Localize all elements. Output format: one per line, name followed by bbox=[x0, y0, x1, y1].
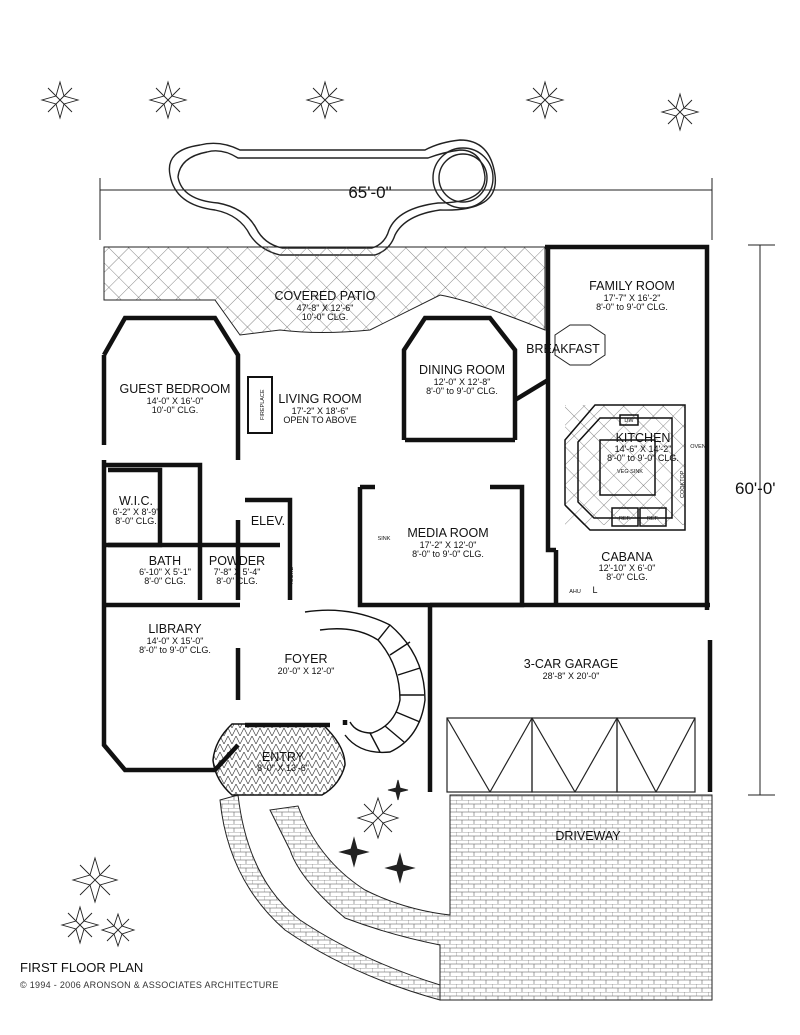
garage-label: 3-CAR GARAGE bbox=[524, 657, 618, 671]
library-clg: 8'-0" to 9'-0" CLG. bbox=[139, 645, 211, 655]
media-room-dims: 17'-2" X 12'-0" bbox=[420, 540, 477, 550]
overall-depth-dimension: 60'-0' bbox=[735, 479, 776, 498]
foyer-label: FOYER bbox=[284, 652, 327, 666]
spiral-staircase bbox=[304, 609, 426, 754]
fireplace-box bbox=[247, 376, 273, 434]
ahu-label: AHU bbox=[569, 589, 581, 595]
entry-paving bbox=[212, 723, 346, 796]
guest-bedroom-label: GUEST BEDROOM bbox=[120, 382, 231, 396]
breakfast-label: BREAKFAST bbox=[526, 342, 600, 356]
media-room-label: MEDIA ROOM bbox=[407, 526, 488, 540]
library-dims: 14'-0" X 15'-0" bbox=[147, 636, 204, 646]
covered-patio-dims: 47'-8" X 12'-6" bbox=[297, 303, 354, 313]
driveway-paving bbox=[269, 794, 713, 1001]
garage-dims: 28'-8" X 20'-0" bbox=[543, 671, 600, 681]
dimension-lines bbox=[99, 178, 775, 796]
media-room-clg: 8'-0" to 9'-0" CLG. bbox=[412, 549, 484, 559]
kitchen-clg: 8'-0" to 9'-0" CLG. bbox=[607, 453, 679, 463]
overall-width-dimension: 65'-0" bbox=[348, 183, 391, 202]
powder-label: POWDER bbox=[209, 554, 265, 568]
veg-sink-label: VEG SINK bbox=[617, 469, 643, 475]
elevator-label: ELEV. bbox=[251, 514, 285, 528]
library-label: LIBRARY bbox=[148, 622, 202, 636]
garage-doors bbox=[446, 717, 696, 793]
living-room-dims: 17'-2" X 18'-6" bbox=[292, 406, 349, 416]
cooktop-label: COOKTOP bbox=[680, 470, 686, 498]
powder-clg: 8'-0" CLG. bbox=[216, 576, 257, 586]
driveway-label: DRIVEWAY bbox=[555, 829, 621, 843]
covered-patio-area bbox=[103, 246, 546, 336]
guest-bedroom-dims: 14'-0" X 16'-0" bbox=[147, 396, 204, 406]
kitchen-counters bbox=[564, 404, 686, 531]
entry-label: ENTRY bbox=[262, 750, 305, 764]
wic-label: W.I.C. bbox=[119, 494, 153, 508]
foyer-dims: 20'-0" X 12'-0" bbox=[278, 666, 335, 676]
kitchen-label: KITCHEN bbox=[616, 431, 671, 445]
walls bbox=[101, 244, 713, 792]
living-room-label: LIVING ROOM bbox=[278, 392, 361, 406]
powder-dims: 7'-8" X 5'-4" bbox=[214, 567, 261, 577]
dishwasher-label: DW bbox=[624, 418, 634, 424]
fireplace-label: FIREPLACE bbox=[260, 389, 266, 420]
pool bbox=[168, 139, 497, 256]
sink-label: SINK bbox=[378, 536, 391, 542]
dining-room-label: DINING ROOM bbox=[419, 363, 505, 377]
kitchen-dims: 14'-6" X 14'-2" bbox=[615, 444, 672, 454]
cabana-label: CABANA bbox=[601, 550, 653, 564]
niche-label: NICHE bbox=[289, 567, 295, 584]
breakfast-table bbox=[554, 324, 606, 366]
family-room-dims: 17'-7" X 16'-2" bbox=[604, 293, 661, 303]
dining-room-clg: 8'-0" to 9'-0" CLG. bbox=[426, 386, 498, 396]
entry-dims: 8'-0" X 13'-6" bbox=[257, 763, 309, 773]
covered-patio-clg: 10'-0" CLG. bbox=[302, 312, 348, 322]
family-room-label: FAMILY ROOM bbox=[589, 279, 675, 293]
bath-label: BATH bbox=[149, 554, 181, 568]
ref-label-1: REF. bbox=[619, 516, 631, 522]
guest-bedroom-clg: 10'-0" CLG. bbox=[152, 405, 198, 415]
wic-dims: 6'-2" X 8'-9" bbox=[113, 507, 160, 517]
cabana-dims: 12'-10" X 6'-0" bbox=[599, 563, 656, 573]
oven-label: OVEN bbox=[690, 444, 706, 450]
living-room-clg: OPEN TO ABOVE bbox=[283, 415, 356, 425]
covered-patio-label: COVERED PATIO bbox=[275, 289, 376, 303]
family-room-clg: 8'-0" to 9'-0" CLG. bbox=[596, 302, 668, 312]
bath-dims: 6'-10" X 5'-1" bbox=[139, 567, 191, 577]
wic-clg: 8'-0" CLG. bbox=[115, 516, 156, 526]
copyright-note: © 1994 - 2006 ARONSON & ASSOCIATES ARCHI… bbox=[20, 980, 279, 990]
dining-room-dims: 12'-0" X 12'-8" bbox=[434, 377, 491, 387]
walkway bbox=[219, 794, 441, 1001]
cabana-clg: 8'-0" CLG. bbox=[606, 572, 647, 582]
plan-title: FIRST FLOOR PLAN bbox=[20, 960, 144, 975]
ref-label-2: REF. bbox=[647, 516, 659, 522]
bath-clg: 8'-0" CLG. bbox=[144, 576, 185, 586]
landscape-plants bbox=[40, 80, 700, 948]
laundry-label: L bbox=[592, 585, 597, 595]
